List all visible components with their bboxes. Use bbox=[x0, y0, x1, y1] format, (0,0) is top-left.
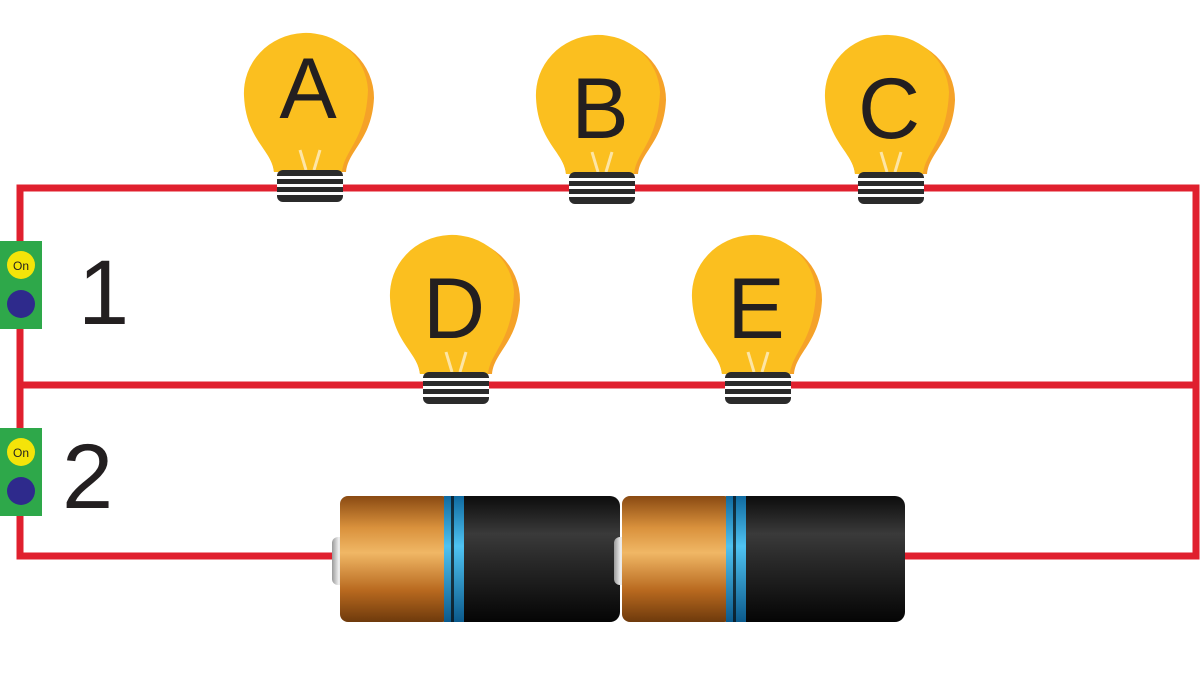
bulb-label: D bbox=[423, 261, 485, 357]
bulb-label: B bbox=[571, 61, 628, 157]
bulb-glass-icon bbox=[243, 32, 368, 172]
switch-number: 1 bbox=[78, 242, 129, 344]
bulb-b: B bbox=[535, 34, 666, 204]
top-wire bbox=[16, 184, 1200, 560]
switch-state-label: On bbox=[13, 259, 29, 273]
bulb-glass-icon bbox=[389, 234, 514, 374]
bulb-c: C bbox=[824, 34, 955, 204]
bulb-base-icon bbox=[858, 172, 924, 204]
switch-number: 2 bbox=[62, 426, 113, 528]
bulb-filament-icon bbox=[879, 151, 903, 173]
bulb-filament-icon bbox=[298, 149, 322, 171]
bulb-filament-icon bbox=[746, 351, 770, 373]
switch-on-indicator[interactable] bbox=[7, 251, 35, 279]
bulb-label: C bbox=[858, 61, 920, 157]
bulb-base-icon bbox=[569, 172, 635, 204]
bulb-a: A bbox=[243, 32, 374, 202]
battery-1 bbox=[332, 496, 620, 622]
switch-2[interactable]: On 2 bbox=[0, 426, 113, 528]
bulb-label: A bbox=[279, 41, 337, 137]
bulb-glass-icon bbox=[535, 34, 660, 174]
bulb-glass-icon bbox=[691, 234, 816, 374]
switch-knob[interactable] bbox=[7, 477, 35, 505]
switch-state-label: On bbox=[13, 446, 29, 460]
switch-1[interactable]: On 1 bbox=[0, 241, 129, 344]
bulb-filament-icon bbox=[444, 351, 468, 373]
bulb-base-icon bbox=[277, 170, 343, 202]
bulb-d: D bbox=[389, 234, 520, 404]
bulb-e: E bbox=[691, 234, 822, 404]
bulb-glass-icon bbox=[824, 34, 949, 174]
battery-copper-section bbox=[340, 496, 450, 622]
bulb-base-icon bbox=[423, 372, 489, 404]
battery-copper-section bbox=[622, 496, 732, 622]
battery-black-section bbox=[450, 496, 620, 622]
bulb-base-icon bbox=[725, 372, 791, 404]
battery-black-section bbox=[732, 496, 905, 622]
battery-2 bbox=[614, 496, 905, 622]
bulb-label: E bbox=[727, 261, 784, 357]
switch-knob[interactable] bbox=[7, 290, 35, 318]
bulb-filament-icon bbox=[590, 151, 614, 173]
switch-on-indicator[interactable] bbox=[7, 438, 35, 466]
